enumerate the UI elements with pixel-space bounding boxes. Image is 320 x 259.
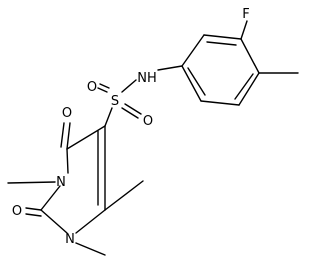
fluorine-atom-label: F	[242, 7, 249, 22]
bond	[40, 185, 61, 211]
bond	[75, 242, 106, 256]
nitrogen-atom-label: N	[56, 175, 66, 190]
structure-canvas: F NH S O O O O N N	[7, 7, 299, 256]
bond	[157, 65, 183, 71]
bond-lines	[7, 20, 299, 256]
bond	[203, 34, 242, 40]
bond	[66, 125, 106, 150]
carbonyl-oxygen-label: O	[12, 204, 22, 219]
carbonyl-oxygen-label: O	[62, 106, 72, 121]
bond	[60, 122, 65, 148]
bond	[7, 181, 56, 184]
atom-labels: F NH S O O O O N N	[12, 7, 250, 247]
bond	[124, 103, 142, 115]
bond	[75, 209, 106, 234]
sulfur-atom-label: S	[111, 94, 119, 109]
bond	[97, 87, 108, 93]
bond	[99, 83, 110, 89]
bond	[240, 20, 248, 40]
bond	[187, 67, 206, 96]
sulfonyl-oxygen-label: O	[143, 114, 153, 129]
bond	[66, 122, 71, 150]
bond	[121, 107, 139, 119]
bond	[40, 209, 68, 234]
bond	[206, 41, 237, 46]
bond	[234, 73, 254, 100]
bond	[104, 180, 144, 211]
bond	[121, 79, 137, 93]
bond	[181, 65, 202, 102]
bond	[240, 38, 260, 74]
bond	[200, 100, 240, 106]
bond	[238, 72, 260, 106]
nh-atom-label: NH	[137, 71, 157, 86]
bond	[25, 207, 42, 211]
sulfonyl-oxygen-label: O	[87, 80, 97, 95]
bond	[66, 148, 69, 174]
bond	[25, 213, 42, 217]
molecule-structure: F NH S O O O O N N	[7, 7, 299, 256]
bond	[181, 34, 205, 67]
nitrogen-atom-label: N	[65, 232, 75, 247]
bond	[104, 107, 113, 127]
